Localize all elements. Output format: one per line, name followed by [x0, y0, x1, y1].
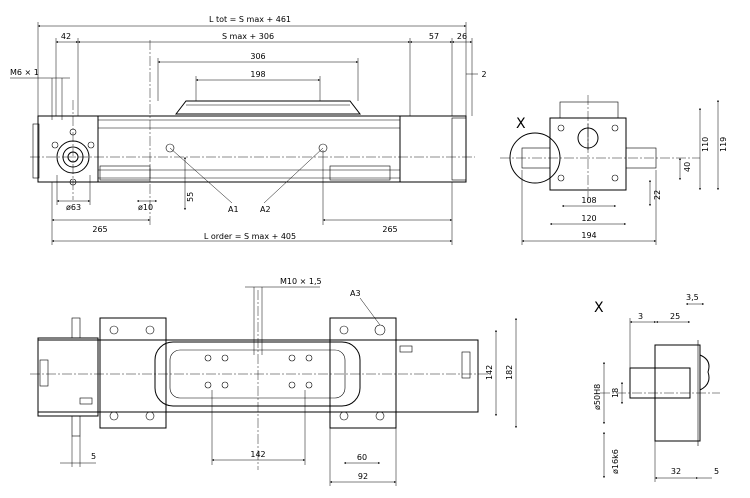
dim-55: 55: [186, 192, 195, 202]
detail-x-view: X 3,5 3 25 ø50H8 18 ø16k6 32 5: [593, 293, 720, 482]
dim-40: 40: [683, 162, 692, 172]
dim-5-detail: 5: [714, 467, 719, 476]
dim-142-h: 142: [250, 450, 265, 459]
dim-110: 110: [701, 137, 710, 152]
dim-s-max: S max + 306: [222, 32, 274, 41]
dim-d50h8: ø50H8: [593, 384, 602, 410]
dim-26: 26: [457, 32, 467, 41]
dim-265-left: 265: [92, 225, 107, 234]
dim-198: 198: [250, 70, 265, 79]
dim-d16k6: ø16k6: [611, 449, 620, 474]
dim-3-5: 3,5: [686, 293, 699, 302]
dim-119: 119: [719, 137, 728, 152]
plan-view: M10 × 1,5 A3 142 142 182 5 60 92: [30, 277, 517, 486]
dim-m6: M6 × 1: [10, 68, 39, 77]
dim-5: 5: [91, 452, 96, 461]
dim-182: 182: [505, 365, 514, 380]
dim-25: 25: [670, 312, 680, 321]
dim-92: 92: [358, 472, 368, 481]
label-a3: A3: [350, 289, 361, 298]
dim-18: 18: [611, 388, 620, 398]
end-view: X 110 119 40 22 108 120 194: [500, 95, 728, 245]
dim-22: 22: [653, 190, 662, 200]
label-m10: M10 × 1,5: [280, 277, 322, 286]
label-a2: A2: [260, 205, 271, 214]
dim-108: 108: [581, 196, 596, 205]
label-a1: A1: [228, 205, 239, 214]
dim-l-order: L order = S max + 405: [204, 232, 296, 241]
dim-d63: ø63: [66, 203, 81, 212]
dim-194: 194: [581, 231, 596, 240]
dim-60: 60: [357, 453, 367, 462]
dim-265-right: 265: [382, 225, 397, 234]
dim-32: 32: [671, 467, 681, 476]
dim-3: 3: [638, 312, 643, 321]
dim-l-tot: L tot = S max + 461: [209, 15, 291, 24]
section-x: X: [516, 116, 526, 132]
dim-d10: ø10: [138, 203, 153, 212]
dim-2: 2: [481, 70, 486, 79]
dim-42: 42: [61, 32, 71, 41]
dim-142-v: 142: [485, 365, 494, 380]
dim-57: 57: [429, 32, 439, 41]
dim-120: 120: [581, 214, 596, 223]
front-view: L tot = S max + 461 S max + 306 42 57 26…: [10, 15, 487, 245]
detail-x-label: X: [594, 300, 604, 316]
dim-306: 306: [250, 52, 265, 61]
